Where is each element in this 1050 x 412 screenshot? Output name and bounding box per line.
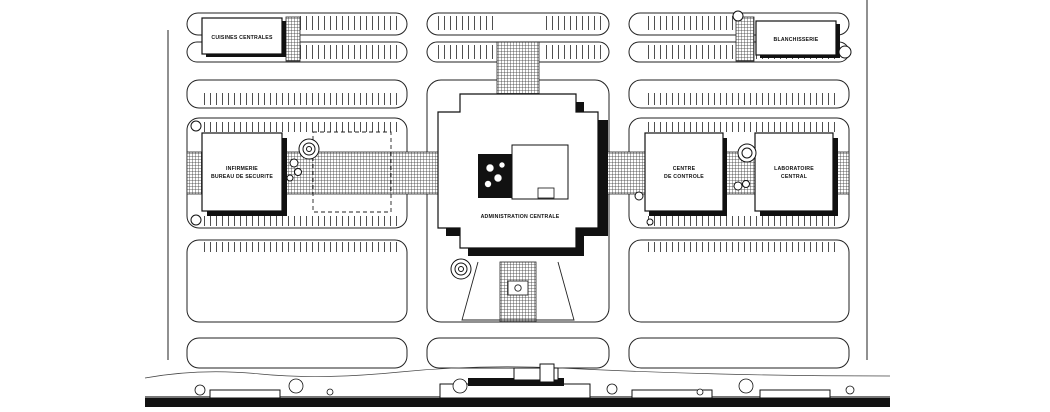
building-cuisines-centrales: CUISINES CENTRALES xyxy=(201,17,286,57)
elevation-trees xyxy=(194,378,855,396)
label-de-controle: DE CONTROLE xyxy=(664,174,704,180)
label-laboratoire: LABORATOIRE xyxy=(774,166,814,172)
courtyard-trees xyxy=(484,161,506,188)
label-blanchisserie: BLANCHISSERIE xyxy=(774,37,819,43)
label-cuisines-centrales: CUISINES CENTRALES xyxy=(211,35,273,41)
tree-icon xyxy=(190,214,202,226)
building-administration-centrale: ADMINISTRATION CENTRALE xyxy=(437,93,608,256)
tree-icon xyxy=(737,143,757,163)
shrub-icon xyxy=(286,158,302,182)
future-building-outline xyxy=(312,131,392,213)
tree-icon xyxy=(450,258,472,280)
label-administration-centrale: ADMINISTRATION CENTRALE xyxy=(481,214,560,220)
building-blanchisserie: BLANCHISSERIE xyxy=(755,20,840,58)
building-laboratoire-central: LABORATOIRE CENTRAL xyxy=(754,132,838,216)
label-centre: CENTRE xyxy=(673,166,696,172)
label-bureau-securite: BUREAU DE SECURITE xyxy=(211,174,273,180)
shrub-icon xyxy=(733,180,750,191)
tree-icon xyxy=(190,120,202,132)
label-infirmerie: INFIRMERIE xyxy=(226,166,258,172)
frame-lines xyxy=(167,0,868,360)
trees xyxy=(190,10,852,280)
tree-icon xyxy=(732,10,744,22)
shrub-icon xyxy=(634,191,654,226)
tree-icon xyxy=(838,45,852,59)
tree-icon xyxy=(298,138,320,160)
building-infirmerie: INFIRMERIE BUREAU DE SECURITE xyxy=(201,132,287,216)
entrance-forecourt xyxy=(461,261,575,321)
site-elevation xyxy=(144,363,891,407)
building-centre-controle: CENTRE DE CONTROLE xyxy=(644,132,727,216)
label-central: CENTRAL xyxy=(781,174,808,180)
